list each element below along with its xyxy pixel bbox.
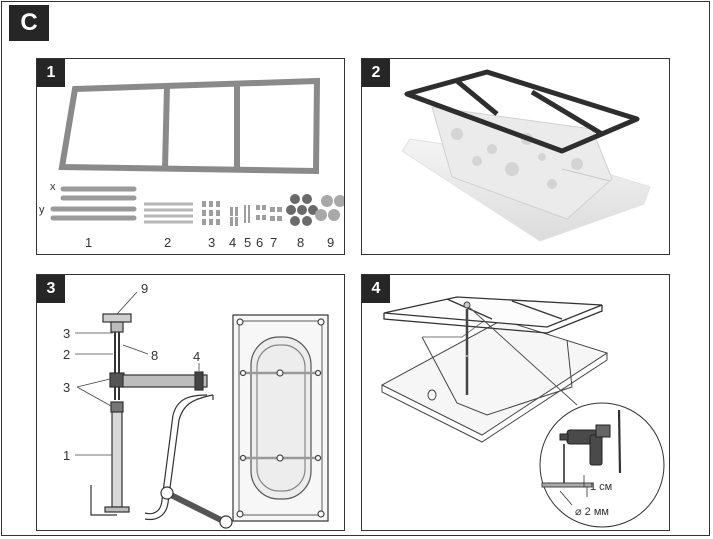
part-number-7: 7: [270, 235, 278, 250]
bathtub-body: [431, 106, 613, 220]
axis-label-x: x: [50, 181, 56, 193]
step-badge-4: 4: [362, 275, 390, 303]
foot-pads: [315, 195, 344, 221]
part-number-5: 5: [244, 235, 252, 250]
part-number-6: 6: [256, 235, 264, 250]
bathtub-with-frame-illustration: [401, 69, 651, 242]
callout-9: 9: [141, 281, 149, 296]
part-number-2: 2: [164, 235, 172, 250]
section-label: C: [9, 5, 49, 41]
leg-tube: [111, 411, 123, 508]
part-number-8: 8: [297, 235, 305, 250]
frame-profile: [541, 482, 593, 488]
step-panel-2: 2: [361, 58, 670, 255]
drilling-diagram: [380, 296, 665, 528]
callout-8: 8: [151, 348, 159, 363]
bathtub-top-view: [232, 314, 329, 522]
part-number-4: 4: [229, 235, 237, 250]
callout-2: 2: [63, 347, 71, 362]
callout-3-bottom: 3: [63, 380, 71, 395]
depth-measurement: 1 см: [590, 481, 613, 493]
mounted-frame: [404, 69, 640, 154]
frame-parts-illustration: [50, 77, 344, 226]
nut-lower: [110, 401, 124, 413]
bathtub-perspective: [380, 314, 609, 443]
short-rods: [144, 202, 193, 224]
part-number-3: 3: [208, 235, 216, 250]
callout-4: 4: [193, 349, 201, 364]
foot-cap: [102, 313, 132, 323]
step-badge-2: 2: [362, 59, 390, 87]
step-panel-1: 1: [36, 58, 345, 255]
step-panel-4: 4: [361, 274, 670, 531]
small-hardware: [202, 201, 282, 226]
bracket-4: [194, 371, 204, 391]
axis-label-y: y: [39, 204, 45, 216]
nut-upper: [109, 372, 125, 388]
drill-icon: [559, 424, 611, 484]
foot-assembly-diagram: [75, 291, 329, 529]
step-badge-1: 1: [37, 59, 65, 87]
step-badge-3: 3: [37, 275, 65, 303]
wrench: [168, 492, 226, 524]
long-rods: [50, 186, 137, 221]
frame-top: [383, 296, 603, 334]
assembled-frame: [58, 77, 321, 175]
support-bar: [122, 374, 208, 388]
drill-bit: [617, 409, 622, 474]
callout-1: 1: [63, 448, 71, 463]
adjustable-feet: [286, 194, 318, 226]
callout-3-top: 3: [63, 326, 71, 341]
diameter-measurement: ⌀ 2 мм: [575, 506, 609, 518]
step-panel-3: 3: [36, 274, 345, 531]
part-number-9: 9: [327, 235, 335, 250]
part-number-1: 1: [85, 235, 93, 250]
